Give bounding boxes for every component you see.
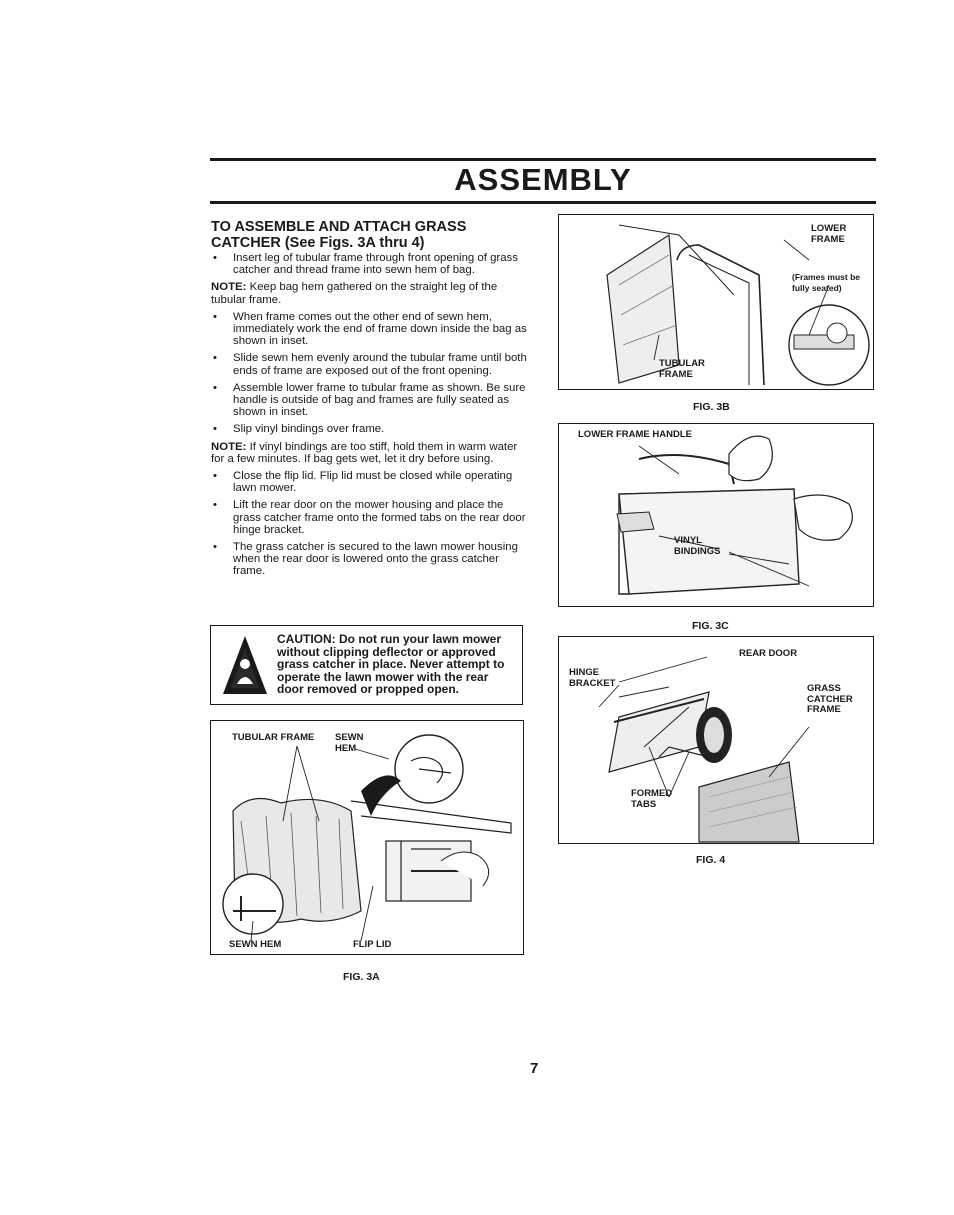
label-sewn-hem: SEWN HEM	[335, 732, 364, 754]
page-title: ASSEMBLY	[454, 162, 632, 197]
step-close-flip-lid: Close the flip lid. Flip lid must be clo…	[211, 470, 527, 494]
label-sewn-hem-bottom: SEWN HEM	[229, 939, 282, 950]
step-insert-leg: Insert leg of tubular frame through fron…	[211, 252, 527, 276]
step-slip-bindings: Slip vinyl bindings over frame.	[211, 423, 527, 435]
label-grass-catcher-frame: GRASS CATCHER FRAME	[807, 683, 853, 715]
label-lower-frame: LOWER FRAME	[811, 223, 847, 245]
caution-text: CAUTION: Do not run your lawn mower with…	[277, 632, 505, 697]
caption-fig-3a: FIG. 3A	[343, 971, 380, 983]
title-rule-bottom	[210, 201, 876, 204]
section-heading: TO ASSEMBLE AND ATTACH GRASS CATCHER (Se…	[211, 219, 527, 251]
step-lift-rear-door: Lift the rear door on the mower housing …	[211, 499, 527, 536]
note-label: NOTE:	[211, 440, 247, 453]
label-frames-seated: (Frames must be fully seated)	[792, 272, 861, 293]
section-heading-line2: CATCHER (See Figs. 3A thru 4)	[211, 235, 425, 251]
label-formed-tabs: FORMED TABS	[631, 788, 673, 810]
label-rear-door: REAR DOOR	[739, 648, 798, 659]
label-tubular-frame: TUBULAR FRAME	[659, 358, 705, 380]
figure-3b: LOWER FRAME (Frames must be fully seated…	[558, 214, 874, 390]
instructions-column: TO ASSEMBLE AND ATTACH GRASS CATCHER (Se…	[211, 219, 527, 583]
label-vinyl-bindings: VINYL BINDINGS	[674, 535, 721, 557]
rear-door-illustration	[598, 656, 810, 843]
step-assemble-lower-frame: Assemble lower frame to tubular frame as…	[211, 382, 527, 419]
page-number: 7	[530, 1060, 539, 1077]
note-text: If vinyl bindings are too stiff, hold th…	[211, 440, 518, 465]
frame-assembly-illustration	[606, 224, 870, 386]
label-hinge-bracket: HINGE BRACKET	[569, 667, 616, 689]
warning-triangle-icon	[223, 636, 267, 694]
step-work-frame: When frame comes out the other end of se…	[211, 311, 527, 348]
note-text: Keep bag hem gathered on the straight le…	[211, 281, 498, 306]
step-secured: The grass catcher is secured to the lawn…	[211, 541, 527, 578]
label-flip-lid: FLIP LID	[353, 939, 392, 950]
caption-fig-3c: FIG. 3C	[692, 620, 729, 632]
step-slide-hem: Slide sewn hem evenly around the tubular…	[211, 352, 527, 376]
title-rule-top	[210, 158, 876, 161]
figure-4: REAR DOOR HINGE BRACKET GRASS CATCHER FR…	[558, 636, 874, 844]
note-label: NOTE:	[211, 281, 247, 294]
section-heading-line1: TO ASSEMBLE AND ATTACH GRASS	[211, 219, 467, 235]
note-keep-hem: NOTE: Keep bag hem gathered on the strai…	[211, 281, 527, 305]
label-lower-frame-handle: LOWER FRAME HANDLE	[578, 429, 692, 440]
note-vinyl-bindings: NOTE: If vinyl bindings are too stiff, h…	[211, 441, 527, 465]
caption-fig-4: FIG. 4	[696, 854, 726, 866]
figure-3a: TUBULAR FRAME SEWN HEM SEWN HEM FLIP LID	[210, 720, 524, 955]
caution-box: CAUTION: Do not run your lawn mower with…	[210, 625, 523, 705]
grass-bag-illustration	[222, 734, 512, 942]
figure-3c: LOWER FRAME HANDLE VINYL BINDINGS	[558, 423, 874, 607]
label-tubular-frame: TUBULAR FRAME	[232, 732, 315, 743]
caption-fig-3b: FIG. 3B	[693, 401, 730, 413]
vinyl-bindings-illustration	[616, 435, 853, 595]
